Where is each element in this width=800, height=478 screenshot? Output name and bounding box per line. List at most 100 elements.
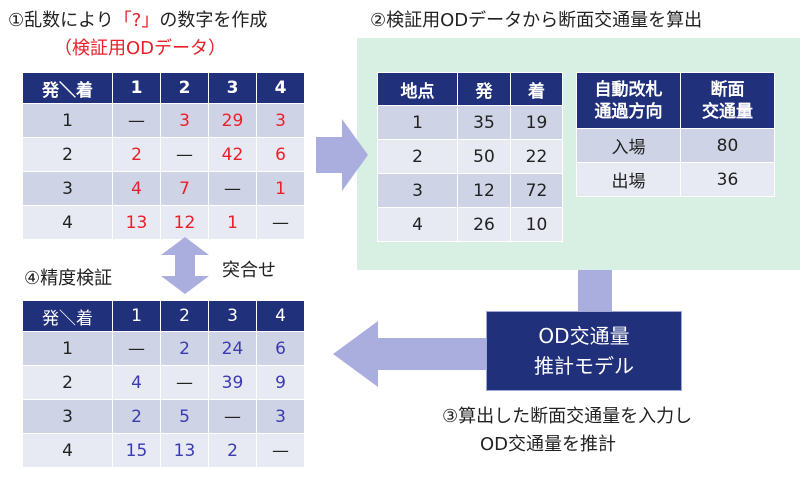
table-row: 2 50 22 [377, 139, 563, 174]
table-row: 3 2 5 — 3 [22, 399, 305, 434]
table-row: 入場 80 [576, 128, 775, 163]
point-cell: 50 [457, 139, 511, 174]
od-cell: 39 [208, 365, 257, 400]
point-cell: 19 [510, 105, 563, 140]
left-arrow [333, 321, 486, 387]
od-cell: 12 [160, 205, 209, 240]
step1-subtitle: （検証用ODデータ） [54, 38, 227, 59]
origin-cell: 4 [22, 205, 113, 240]
point-header-cell: 地点 [377, 72, 458, 106]
point-cell: 2 [377, 139, 458, 174]
od-header-cell: 4 [256, 300, 305, 332]
od-cell: 2 [112, 399, 161, 434]
point-header-cell: 着 [510, 72, 563, 106]
step3-caption-line2: OD交通量を推計 [480, 434, 617, 455]
od-cell: — [256, 433, 305, 468]
od-header-cell: 2 [160, 72, 209, 104]
origin-cell: 2 [22, 137, 113, 172]
table-row: 出場 36 [576, 162, 775, 197]
od-cell: 6 [256, 331, 305, 366]
od-cell: 3 [256, 103, 305, 138]
od-cell: — [208, 171, 257, 206]
down-connector [578, 270, 612, 311]
point-header-cell: 発 [457, 72, 511, 106]
gate-cell: 80 [680, 128, 775, 163]
od-header-cell: 1 [112, 72, 161, 104]
od-cell: 1 [208, 205, 257, 240]
table-header-row: 発＼着 1 2 3 4 [22, 300, 305, 332]
up-down-arrow [161, 237, 209, 294]
step1-title-highlight: 「?」 [113, 10, 160, 31]
step1-title-suffix: の数字を作成 [159, 10, 268, 31]
table-row: 2 4 — 39 9 [22, 365, 305, 400]
point-cell: 10 [510, 207, 563, 242]
od-cell: 13 [112, 205, 161, 240]
od-cell: — [208, 399, 257, 434]
od-cell: 7 [160, 171, 209, 206]
origin-cell: 1 [22, 103, 113, 138]
origin-cell: 4 [22, 433, 113, 468]
gate-header-cell: 自動改札 通過方向 [576, 72, 681, 129]
table-row: 3 4 7 — 1 [22, 171, 305, 206]
model-line1: OD交通量 [538, 324, 630, 348]
point-table: 地点 発 着 1 35 19 2 50 22 3 12 72 4 26 10 [377, 72, 563, 242]
od-header-cell: 2 [160, 300, 209, 332]
table-row: 4 13 12 1 — [22, 205, 305, 240]
od-header-cell: 1 [112, 300, 161, 332]
point-cell: 72 [510, 173, 563, 208]
origin-cell: 3 [22, 171, 113, 206]
table-header-row: 自動改札 通過方向 断面 交通量 [576, 72, 775, 129]
od-cell: 13 [160, 433, 209, 468]
point-cell: 26 [457, 207, 511, 242]
table-row: 4 15 13 2 — [22, 433, 305, 468]
gate-cell: 出場 [576, 162, 681, 197]
table-header-row: 発＼着 1 2 3 4 [22, 72, 305, 104]
od-cell: — [160, 365, 209, 400]
od-cell: — [256, 205, 305, 240]
step1-title: ①乱数により「?」の数字を作成 [8, 6, 267, 32]
od-cell: 15 [112, 433, 161, 468]
gate-table: 自動改札 通過方向 断面 交通量 入場 80 出場 36 [576, 72, 775, 197]
table-row: 4 26 10 [377, 207, 563, 242]
origin-cell: 3 [22, 399, 113, 434]
od-cell: 9 [256, 365, 305, 400]
od-table-generated: 発＼着 1 2 3 4 1 — 3 29 3 2 2 — 42 6 3 4 7 … [22, 72, 305, 240]
od-cell: 4 [112, 365, 161, 400]
od-cell: 2 [160, 331, 209, 366]
step2-title: ②検証用ODデータから断面交通量を算出 [370, 10, 703, 31]
od-cell: 42 [208, 137, 257, 172]
od-header-cell: 4 [256, 72, 305, 104]
origin-cell: 2 [22, 365, 113, 400]
model-line2: 推計モデル [534, 354, 634, 378]
od-header-cell: 3 [208, 72, 257, 104]
od-cell: 24 [208, 331, 257, 366]
table-row: 1 — 3 29 3 [22, 103, 305, 138]
od-cell: 3 [160, 103, 209, 138]
right-arrow [316, 119, 368, 191]
origin-cell: 1 [22, 331, 113, 366]
gate-cell: 36 [680, 162, 775, 197]
point-cell: 3 [377, 173, 458, 208]
step1-title-prefix: ①乱数により [8, 10, 114, 31]
table-header-row: 地点 発 着 [377, 72, 563, 106]
od-cell: 4 [112, 171, 161, 206]
od-header-cell: 発＼着 [22, 72, 113, 104]
od-cell: 2 [208, 433, 257, 468]
table-row: 1 — 2 24 6 [22, 331, 305, 366]
od-header-cell: 3 [208, 300, 257, 332]
step3-caption-line1: ③算出した断面交通量を入力し [442, 406, 693, 427]
od-cell: 1 [256, 171, 305, 206]
estimation-model-box: OD交通量 推計モデル [486, 311, 682, 391]
od-cell: — [112, 103, 161, 138]
od-cell: — [112, 331, 161, 366]
step4-title: ④精度検証 [24, 268, 113, 289]
od-table-estimated: 発＼着 1 2 3 4 1 — 2 24 6 2 4 — 39 9 3 2 5 … [22, 300, 305, 468]
compare-label: 突合せ [222, 260, 276, 281]
od-cell: 5 [160, 399, 209, 434]
gate-header-cell: 断面 交通量 [680, 72, 775, 129]
table-row: 2 2 — 42 6 [22, 137, 305, 172]
od-cell: 29 [208, 103, 257, 138]
point-cell: 22 [510, 139, 563, 174]
od-header-cell: 発＼着 [22, 300, 113, 332]
